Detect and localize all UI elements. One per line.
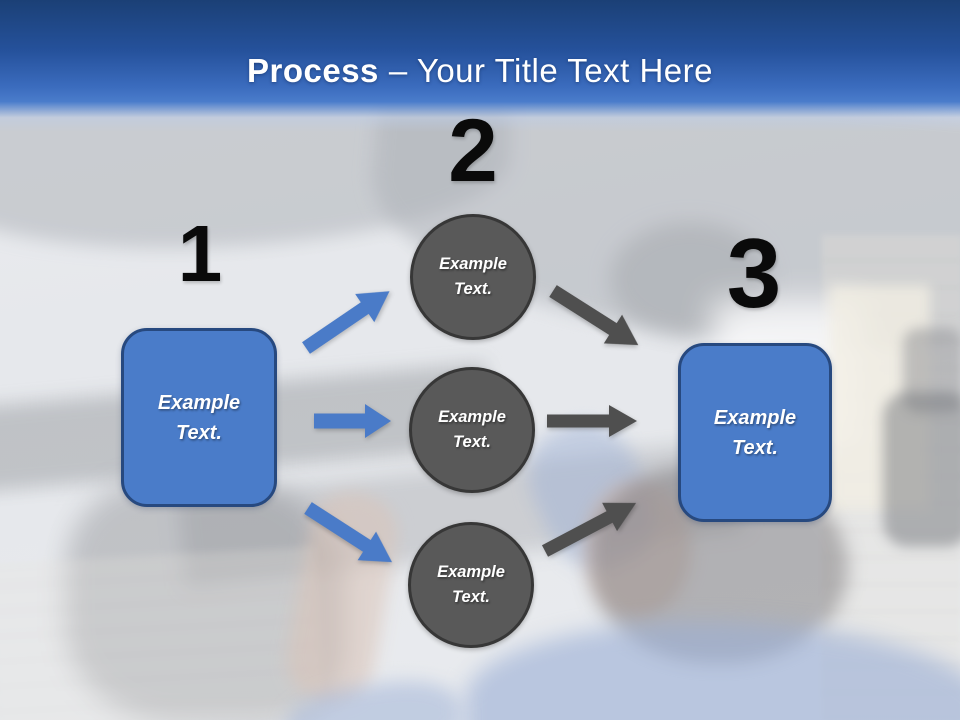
step-number-3: 3 (726, 218, 782, 328)
process-circle-bottom-label: Example Text. (437, 563, 505, 606)
arrow-gray-up-right-icon (541, 502, 637, 557)
slide-title: Process – Your Title Text Here (0, 52, 960, 90)
header-band (0, 0, 960, 132)
process-box-step-3: Example Text. (678, 343, 832, 522)
process-circle-top-label: Example Text. (439, 255, 507, 298)
step-number-1: 1 (177, 209, 223, 298)
arrow-blue-down-right-icon (304, 502, 393, 563)
arrow-gray-right-icon (547, 405, 637, 437)
clamp-tool (883, 392, 960, 547)
mechanic-face (583, 480, 691, 618)
step-number-2: 2 (448, 100, 498, 200)
arrow-gray-down-right-icon (549, 285, 639, 346)
title-bold-part: Process (246, 52, 379, 89)
title-light-part: – Your Title Text Here (388, 52, 714, 89)
process-circle-middle: Example Text. (409, 367, 535, 493)
process-circle-middle-label: Example Text. (438, 408, 506, 451)
process-box-3-label: Example Text. (713, 406, 797, 459)
arrow-blue-up-right-icon (302, 291, 390, 354)
arrow-blue-right-icon (314, 404, 391, 438)
process-box-step-1: Example Text. (121, 328, 277, 507)
process-box-1-label: Example Text. (157, 391, 241, 444)
process-circle-top: Example Text. (410, 214, 536, 340)
process-circle-bottom: Example Text. (408, 522, 534, 648)
